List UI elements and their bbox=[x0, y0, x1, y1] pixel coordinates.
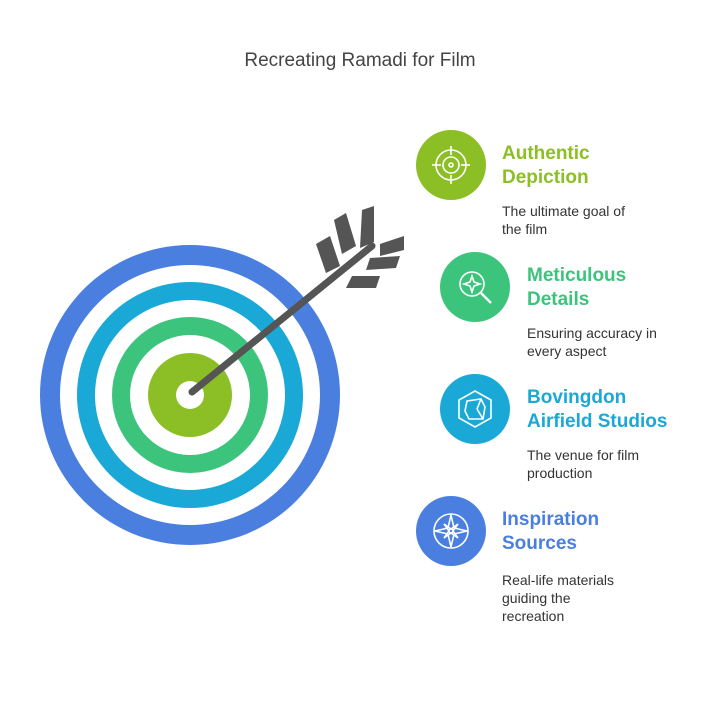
hexagon-cube-icon bbox=[440, 374, 510, 444]
target-crosshair-icon bbox=[416, 130, 486, 200]
arrow-icon bbox=[188, 206, 404, 396]
compass-star-icon bbox=[416, 496, 486, 566]
diagram-title: Recreating Ramadi for Film bbox=[244, 50, 476, 71]
magnifier-sparkle-icon bbox=[440, 252, 510, 322]
